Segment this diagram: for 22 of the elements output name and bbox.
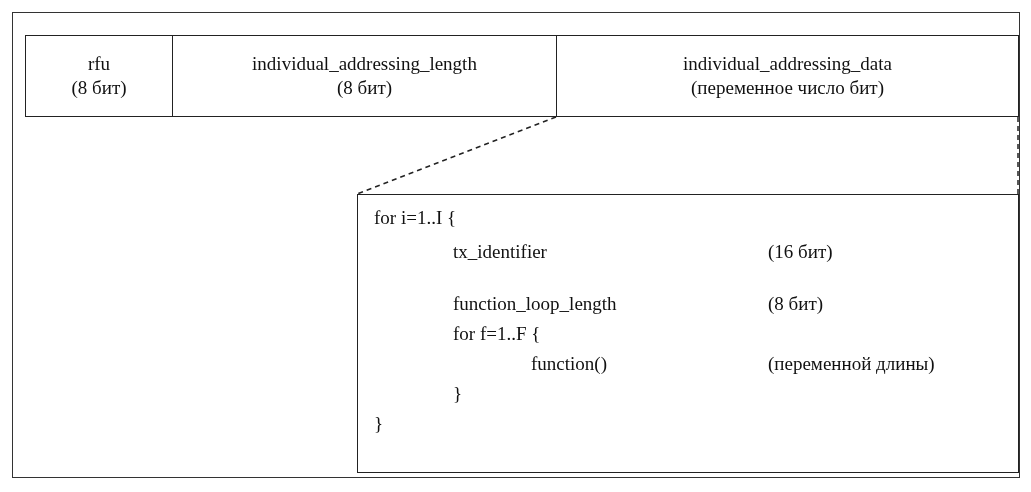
code-line: tx_identifier xyxy=(453,241,547,263)
field-name: individual_addressing_length xyxy=(252,52,477,76)
field-cell xyxy=(172,35,557,117)
bit-length-text: (переменное число бит) xyxy=(691,76,884,100)
code-line: for i=1..I { xyxy=(374,207,457,229)
field-name: individual_addressing_data xyxy=(683,52,892,76)
field-cell xyxy=(25,35,173,117)
code-line: } xyxy=(374,413,384,435)
code-line: } xyxy=(453,383,463,405)
field-cell xyxy=(556,35,1019,117)
dashed-connector-line xyxy=(1017,116,1019,195)
field-name: rfu xyxy=(87,52,111,76)
code-line: for f=1..F { xyxy=(453,323,541,345)
bit-length-text: (8 бит) xyxy=(71,76,127,100)
code-line: function() xyxy=(531,353,607,375)
dashed-connector-line xyxy=(356,116,557,195)
bit-length-text: (16 бит) xyxy=(768,241,833,263)
code-listing-box xyxy=(357,194,1019,473)
bit-length-text: (8 бит) xyxy=(336,76,392,100)
bit-length-text: (переменной длины) xyxy=(768,353,935,375)
code-line: function_loop_length xyxy=(453,293,617,315)
bit-length-text: (8 бит) xyxy=(768,293,824,315)
